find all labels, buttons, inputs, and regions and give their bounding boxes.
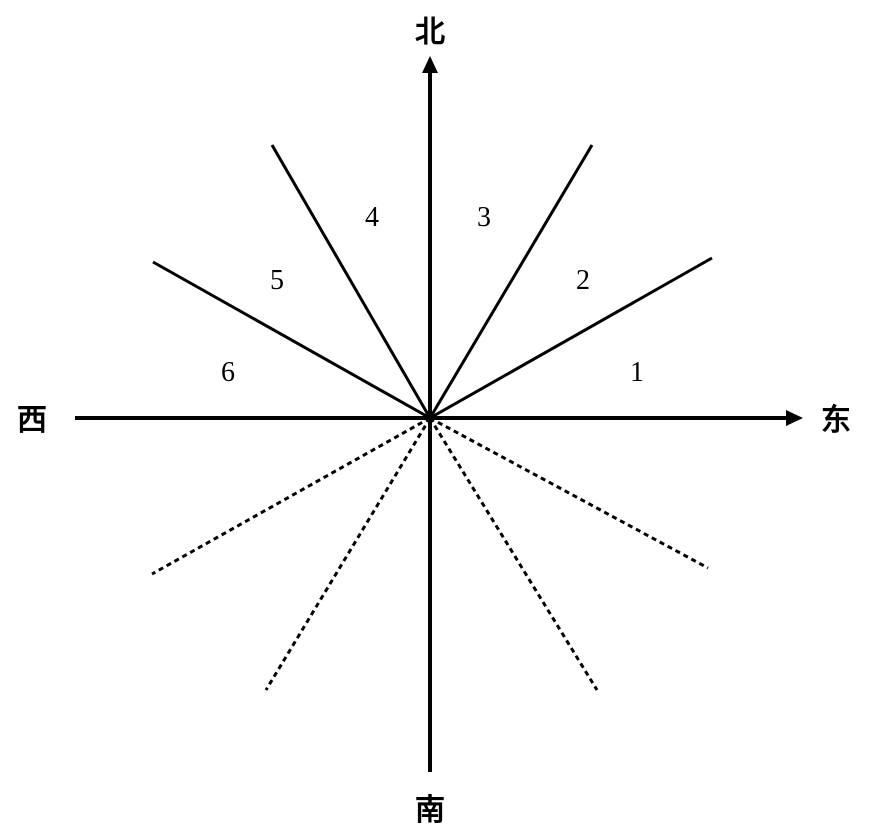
sector-label-3: 3 xyxy=(477,202,491,233)
ray-lower-left-high xyxy=(264,417,432,691)
ray-upper-left-low xyxy=(152,260,431,420)
west-label: 西 xyxy=(17,403,47,438)
south-label: 南 xyxy=(415,793,445,828)
north-label: 北 xyxy=(415,15,445,50)
ray-lower-right-low xyxy=(429,416,709,570)
sector-label-1: 1 xyxy=(630,357,644,388)
east-label: 东 xyxy=(821,403,851,438)
ray-lower-right-high xyxy=(428,417,599,691)
sector-label-6: 6 xyxy=(221,357,235,388)
north-arrowhead xyxy=(422,56,438,73)
ray-upper-left-high xyxy=(270,144,432,419)
ray-lower-left-low xyxy=(151,416,431,576)
sector-label-4: 4 xyxy=(365,202,379,233)
sector-label-5: 5 xyxy=(270,265,284,296)
east-arrowhead xyxy=(786,410,803,426)
ray-upper-right-high xyxy=(428,144,594,419)
sector-label-2: 2 xyxy=(576,265,590,296)
ray-upper-right-low xyxy=(429,256,713,420)
